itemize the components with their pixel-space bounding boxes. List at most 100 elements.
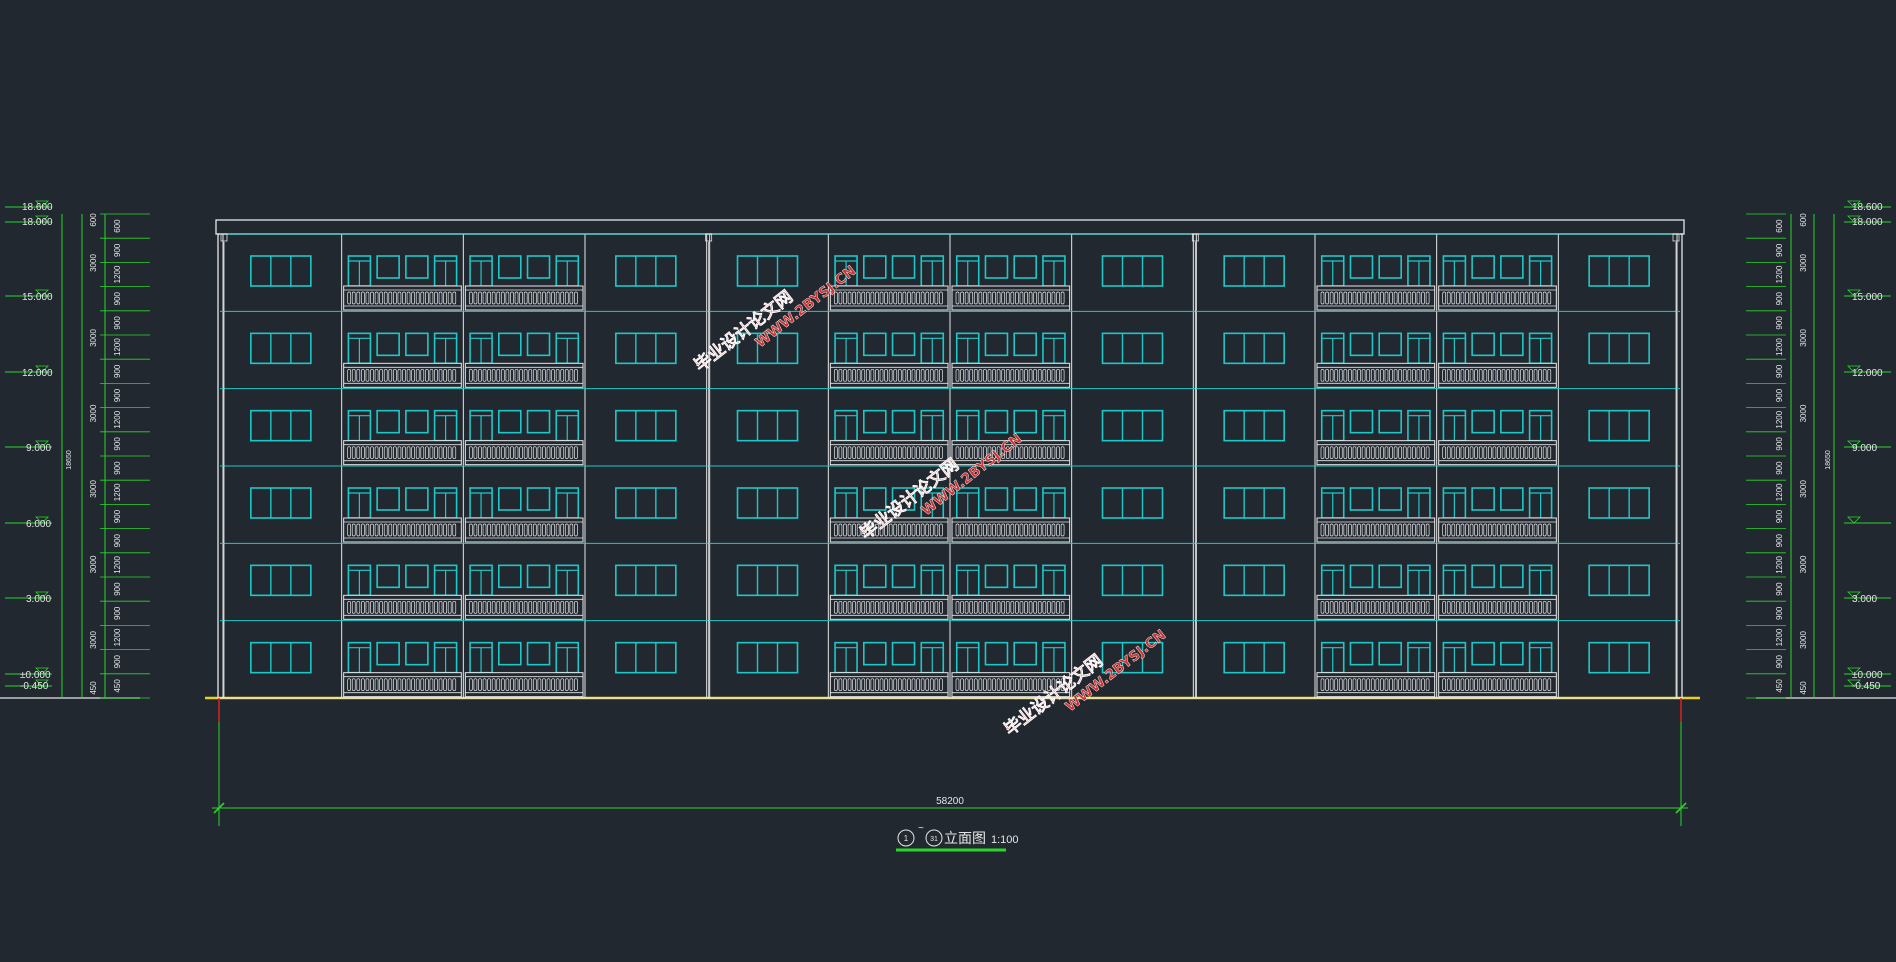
railing-baluster [347, 291, 352, 305]
window-frame [615, 564, 677, 597]
level-marker [1847, 365, 1861, 373]
railing-baluster [374, 600, 379, 614]
railing-baluster [560, 523, 565, 537]
railing-baluster [1483, 523, 1488, 537]
railing-baluster [496, 678, 501, 692]
dimension-value: 3000 [89, 555, 98, 573]
railing-baluster [551, 600, 555, 614]
railing-baluster [992, 600, 996, 614]
balcony-door [1407, 332, 1431, 365]
railing-baluster [438, 678, 443, 692]
railing-baluster [1389, 523, 1393, 537]
railing-baluster [1407, 600, 1412, 614]
railing-baluster [870, 678, 875, 692]
railing-baluster [1320, 368, 1325, 382]
railing-baluster [555, 523, 560, 537]
dimension-value: 900 [113, 582, 122, 596]
railing-baluster [902, 678, 907, 692]
railing-baluster [1398, 291, 1403, 305]
window-frame [736, 641, 799, 674]
railing-baluster [429, 446, 434, 460]
railing-baluster [434, 678, 438, 692]
railing-baluster [443, 446, 447, 460]
railing-baluster [1393, 446, 1398, 460]
railing-baluster [1357, 368, 1361, 382]
railing-baluster [438, 368, 443, 382]
railing-baluster [1469, 600, 1474, 614]
railing-baluster [925, 523, 930, 537]
railing-baluster [1456, 678, 1460, 692]
railing-baluster [1425, 291, 1430, 305]
balcony-door [433, 641, 458, 674]
window-frame [250, 487, 312, 519]
railing-baluster [1469, 368, 1474, 382]
railing-baluster [420, 446, 425, 460]
level-marker [1847, 667, 1861, 675]
level-labels-right: 18.600 18.000 15.000 12.000 9.000 3.000 … [1852, 202, 1883, 692]
dimension-value: 900 [1775, 461, 1784, 475]
window-frame [250, 564, 312, 597]
dimension-value: 3000 [1799, 329, 1808, 347]
railing-baluster [852, 291, 856, 305]
railing-baluster [964, 678, 969, 692]
railing-baluster [1357, 678, 1361, 692]
railing-baluster [379, 446, 384, 460]
railing-baluster [347, 600, 352, 614]
railing-baluster [1343, 368, 1348, 382]
railing-baluster [856, 291, 861, 305]
railing-baluster [920, 523, 925, 537]
railing-baluster [473, 678, 478, 692]
dimension-value: 900 [1775, 437, 1784, 451]
railing-baluster [420, 523, 425, 537]
railing-baluster [902, 291, 907, 305]
railing-baluster [861, 678, 866, 692]
railing-baluster [1042, 368, 1047, 382]
railing-baluster [523, 446, 528, 460]
railing-baluster [528, 446, 533, 460]
railing-baluster [964, 600, 969, 614]
window-frame [736, 487, 799, 519]
railing-baluster [1010, 446, 1015, 460]
window-triple [1101, 332, 1164, 365]
window-small [1500, 255, 1524, 279]
railing-baluster [564, 600, 569, 614]
railing-baluster [978, 600, 983, 614]
window-small [1013, 255, 1038, 279]
railing-baluster [546, 678, 551, 692]
railing-baluster [1519, 446, 1524, 460]
railing-baluster [1446, 368, 1451, 382]
balcony-door [1528, 409, 1553, 442]
railing-baluster [1547, 368, 1552, 382]
level-label: ±0.000 [1852, 670, 1883, 681]
railing-baluster [1446, 600, 1451, 614]
window-small [1378, 332, 1402, 357]
railing-baluster [833, 291, 838, 305]
railing-baluster [452, 600, 457, 614]
railing-baluster [847, 446, 852, 460]
railing-baluster [838, 600, 843, 614]
railing-baluster [487, 600, 491, 614]
railing-baluster [1460, 368, 1465, 382]
window-triple [736, 255, 799, 287]
railing-baluster [1442, 291, 1447, 305]
railing-baluster [574, 600, 578, 614]
balcony-door [1320, 487, 1345, 519]
railing-baluster [478, 291, 482, 305]
railing-baluster [1412, 446, 1416, 460]
railing-baluster [551, 523, 555, 537]
railing-baluster [560, 446, 565, 460]
balcony-door [469, 255, 493, 287]
balcony-railing [951, 362, 1071, 388]
window-triple [1223, 409, 1285, 442]
railing-baluster [1389, 600, 1393, 614]
railing-baluster [1492, 678, 1497, 692]
railing-baluster [955, 678, 960, 692]
railing-baluster [973, 523, 978, 537]
railing-baluster [939, 678, 943, 692]
railing-baluster [555, 678, 560, 692]
dimension-value: 900 [113, 364, 122, 378]
window-triple [615, 487, 677, 519]
railing-baluster [537, 523, 542, 537]
railing-baluster [843, 600, 847, 614]
railing-baluster [1361, 600, 1366, 614]
